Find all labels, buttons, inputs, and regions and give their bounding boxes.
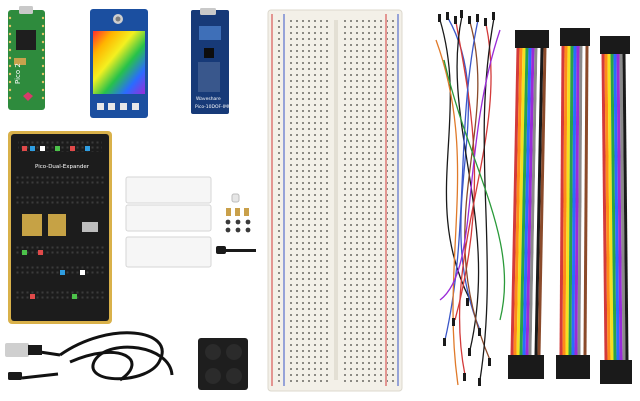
pico-dual-expander-board: Pico-Dual-Expander: [8, 131, 112, 324]
raspberry-logo-icon: [23, 92, 33, 101]
usb-a-plug-icon: [5, 343, 29, 357]
wire-connectors: [438, 10, 495, 386]
lcd-module: [90, 9, 148, 118]
ribbon-cable-1: [508, 30, 549, 379]
pico-2-board: Pico 2: [8, 6, 45, 110]
screwdriver-icon: [218, 249, 256, 252]
brand-label: Waveshare: [196, 96, 221, 102]
standoffs-and-screws: [216, 193, 256, 254]
expander-label: Pico-Dual-Expander: [35, 164, 90, 170]
acrylic-plates: [125, 176, 212, 268]
imu-board-label: Pico-10DOF-IMU: [195, 104, 231, 110]
ribbon-cable-2: [556, 28, 590, 379]
ribbon-cable-3: [600, 36, 632, 384]
lcd-screen: [93, 31, 145, 94]
jumper-wire-bundle: [435, 15, 506, 386]
micro-usb-plug-icon: [8, 372, 22, 380]
imu-board: Waveshare Pico-10DOF-IMU: [191, 8, 231, 114]
usb-cable: [21, 331, 174, 382]
pico-board-label: Pico 2: [14, 63, 22, 84]
rubber-feet: [198, 338, 248, 390]
breadboard: [267, 9, 403, 392]
